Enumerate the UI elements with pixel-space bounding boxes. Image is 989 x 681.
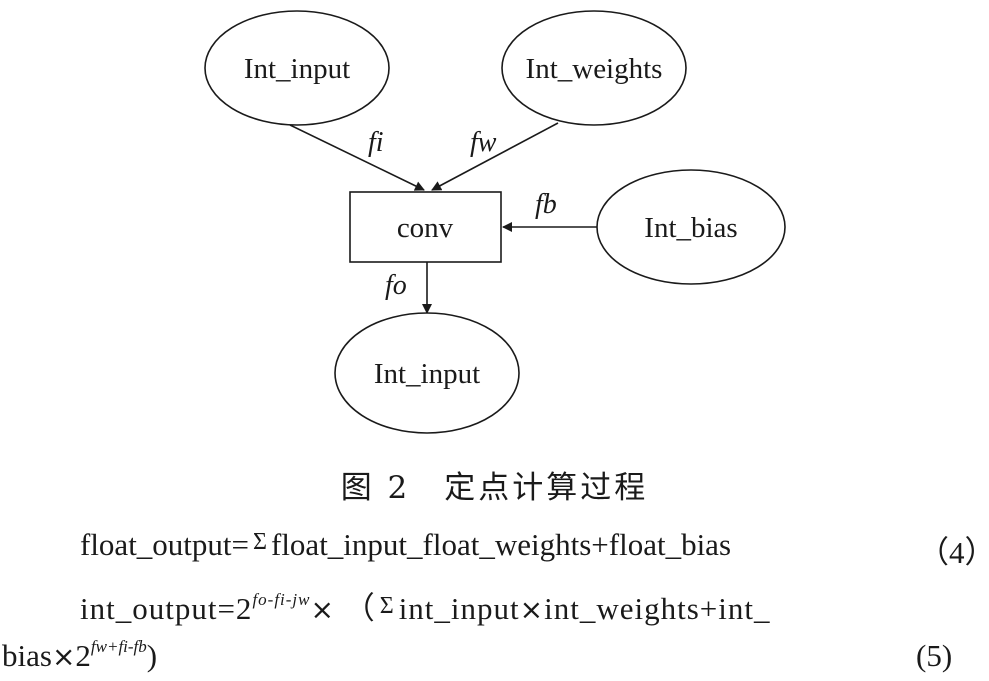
eq4-sigma: Σ: [253, 529, 267, 555]
edge-label-fw: fw: [470, 127, 497, 158]
node-int-bias-label: Int_bias: [644, 212, 737, 244]
equation-5-line-2: bias×2fw+fi-fb): [2, 638, 157, 674]
eq5-times-1: ×: [310, 593, 335, 626]
equation-5-number: (5): [916, 638, 953, 673]
node-int-input-top: Int_input: [204, 10, 390, 126]
node-int-input-top-label: Int_input: [244, 53, 350, 85]
edge-label-fb: fb: [535, 189, 557, 220]
edge-label-fi: fi: [368, 127, 384, 158]
figure-caption: 图 2 定点计算过程: [0, 462, 989, 507]
eq5-times-2: ×: [519, 593, 545, 626]
eq5-open-paren: （: [343, 591, 376, 626]
node-int-weights-label: Int_weights: [526, 53, 663, 85]
eq5-exponent-2: fw+fi-fb: [90, 637, 147, 656]
figure-title: 定点计算过程: [444, 470, 649, 506]
figure-number: 图 2: [340, 470, 411, 506]
eq4-lhs: float_output=: [80, 527, 250, 562]
node-int-input-bottom-label: Int_input: [374, 358, 480, 390]
node-int-bias: Int_bias: [596, 169, 786, 285]
edge-label-fo: fo: [385, 270, 407, 301]
eq5-sigma: Σ: [379, 593, 395, 619]
eq5-part-1: int_input: [398, 591, 520, 626]
eq5-close-paren: ): [146, 638, 158, 673]
eq5-part-2: int_weights+int_: [544, 591, 771, 626]
node-int-weights: Int_weights: [501, 10, 687, 126]
eq5-exponent-1: fo-fi-jw: [252, 590, 311, 609]
eq4-rhs: float_input_float_weights+float_bias: [271, 527, 732, 562]
computation-flow-diagram: Int_input Int_weights conv Int_bias Int_…: [204, 10, 786, 434]
edge-weights-to-conv: [431, 122, 559, 191]
node-conv-label: conv: [397, 212, 454, 244]
equation-4-number: （4）: [918, 535, 989, 570]
eq5-line-2-text: bias: [2, 638, 52, 673]
eq5-times-3: ×: [51, 640, 76, 673]
eq5-base-2: 2: [75, 638, 91, 673]
node-conv: conv: [349, 191, 502, 263]
eq5-lhs: int_output=2: [80, 591, 253, 626]
edge-input-to-conv: [289, 124, 425, 191]
node-int-input-bottom: Int_input: [334, 312, 520, 434]
